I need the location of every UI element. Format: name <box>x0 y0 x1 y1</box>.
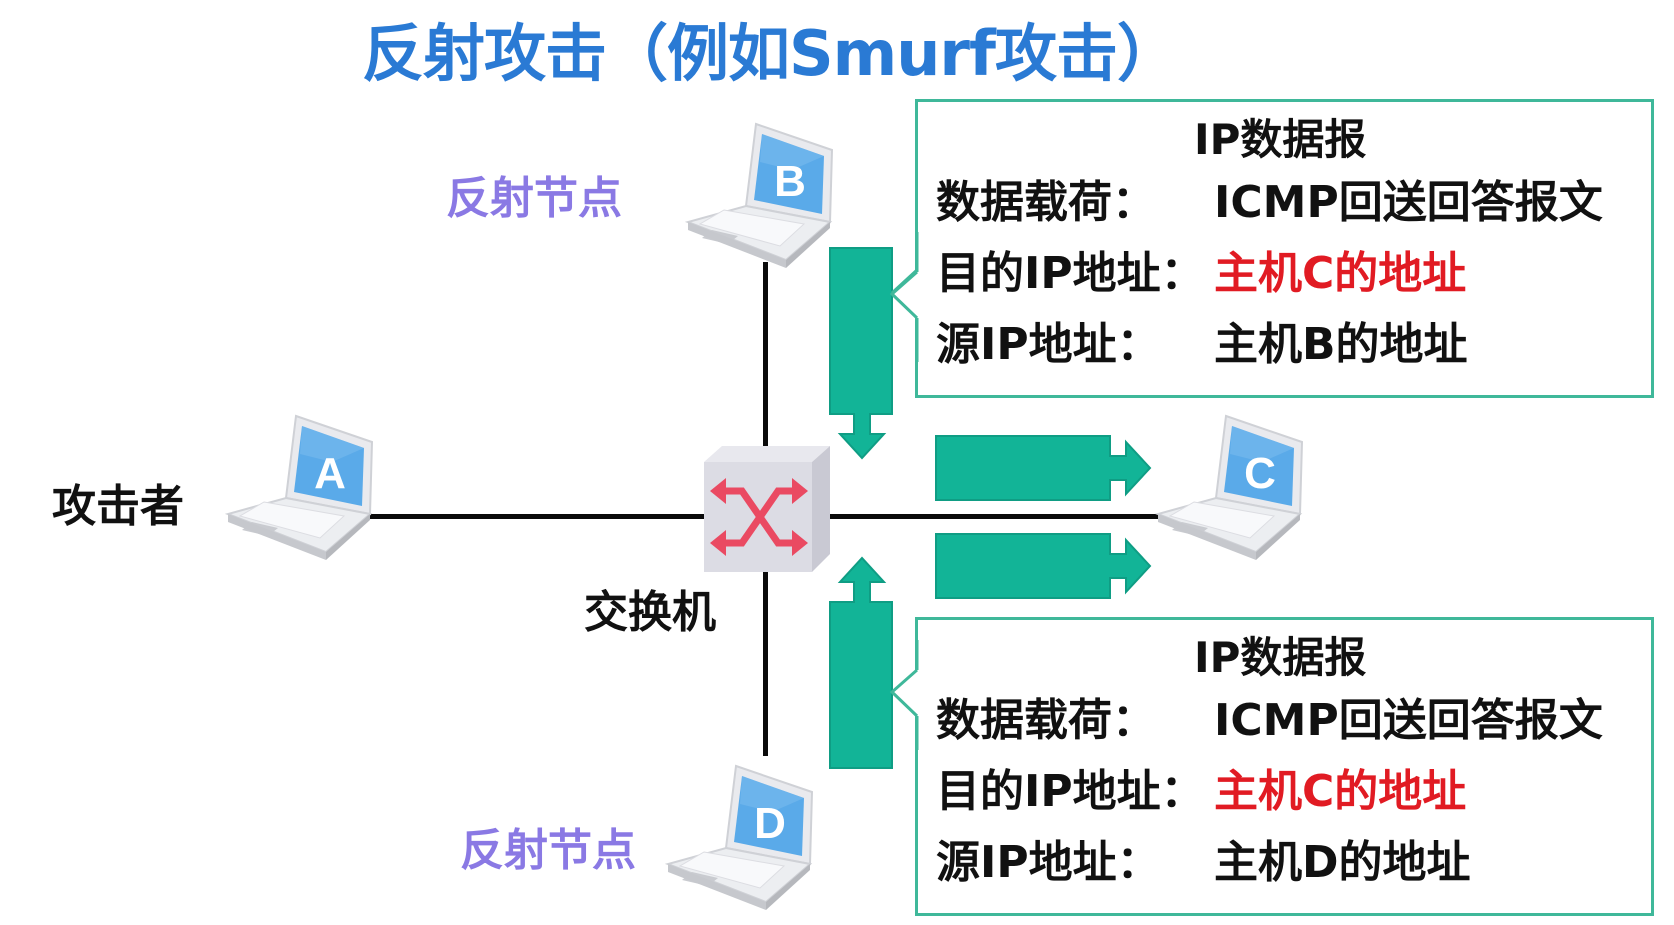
laptop-a-icon: A <box>224 414 374 560</box>
laptop-a-letter: A <box>314 449 346 498</box>
field-value: 主机C的地址 <box>1214 248 1467 299</box>
field-key: 源IP地址： <box>936 837 1161 888</box>
field-value: ICMP回送回答报文 <box>1214 177 1603 228</box>
arrow-up-from-d-icon <box>829 556 893 769</box>
field-key: 目的IP地址： <box>936 248 1205 299</box>
datagram-row-dest-ip: 目的IP地址：主机C的地址 <box>936 767 1466 817</box>
laptop-c-icon: C <box>1154 414 1304 560</box>
laptop-b-letter: B <box>774 157 806 206</box>
arrow-down-from-b-icon <box>829 247 893 460</box>
field-value: ICMP回送回答报文 <box>1214 695 1603 746</box>
field-key: 目的IP地址： <box>936 766 1205 817</box>
field-key: 数据载荷： <box>936 177 1156 228</box>
datagram-title: IP数据报 <box>1194 115 1367 164</box>
link-attacker-switch <box>366 514 706 519</box>
datagram-box-d: IP数据报 数据载荷： ICMP回送回答报文 目的IP地址：主机C的地址 源IP地… <box>915 617 1654 916</box>
field-value: 主机C的地址 <box>1214 766 1467 817</box>
datagram-title: IP数据报 <box>1194 633 1367 682</box>
attacker-label: 攻击者 <box>52 481 184 532</box>
switch-icon <box>704 446 830 572</box>
laptop-c-letter: C <box>1244 449 1276 498</box>
link-switch-victim <box>828 514 1164 519</box>
datagram-box-b: IP数据报 数据载荷： ICMP回送回答报文 目的IP地址：主机C的地址 源IP地… <box>915 99 1654 398</box>
link-switch-reflector-d <box>763 570 768 756</box>
laptop-d-icon: D <box>664 764 814 910</box>
arrow-right-upper-icon <box>935 435 1152 501</box>
callout-pointer-bottom-overlay <box>889 640 919 750</box>
field-value: 主机B的地址 <box>1214 319 1468 370</box>
datagram-row-payload: 数据载荷： ICMP回送回答报文 <box>936 696 1603 746</box>
switch-label: 交换机 <box>584 587 716 638</box>
datagram-row-dest-ip: 目的IP地址：主机C的地址 <box>936 249 1466 299</box>
page-title: 反射攻击（例如Smurf攻击） <box>362 17 1179 90</box>
callout-pointer-top-overlay <box>889 232 919 362</box>
reflector-d-label: 反射节点 <box>460 825 636 876</box>
laptop-b-icon: B <box>684 122 834 268</box>
arrow-right-lower-icon <box>935 533 1152 599</box>
reflector-b-label: 反射节点 <box>446 173 622 224</box>
datagram-row-src-ip: 源IP地址： 主机B的地址 <box>936 320 1468 370</box>
datagram-row-payload: 数据载荷： ICMP回送回答报文 <box>936 178 1603 228</box>
field-key: 数据载荷： <box>936 695 1156 746</box>
link-switch-reflector-b <box>763 262 768 448</box>
field-key: 源IP地址： <box>936 319 1161 370</box>
datagram-row-src-ip: 源IP地址： 主机D的地址 <box>936 838 1471 888</box>
field-value: 主机D的地址 <box>1214 837 1471 888</box>
laptop-d-letter: D <box>754 799 786 848</box>
